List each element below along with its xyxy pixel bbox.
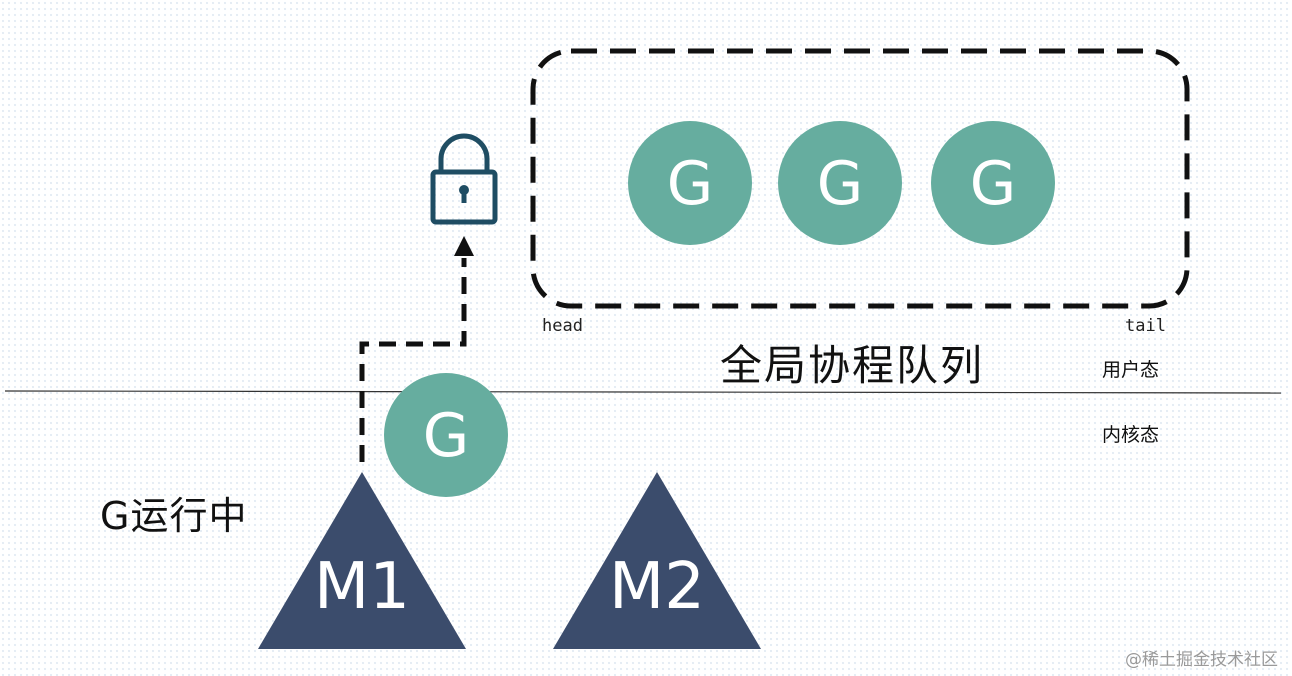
global-queue-title: 全局协程队列 [720,341,985,390]
queued-goroutine: G [931,121,1055,245]
queued-goroutine-label: G [817,149,864,219]
running-goroutine: G [384,373,508,497]
lock-request-arrowhead [454,236,474,256]
thread-m1-label: M1 [314,550,410,624]
user-mode-label: 用户态 [1102,359,1160,381]
queue-head-label: head [542,316,583,336]
queue-tail-label: tail [1125,316,1166,336]
lock-icon [430,133,498,225]
running-caption: G运行中 [100,494,248,538]
thread-m1: M1 [258,472,466,649]
thread-m2-label: M2 [609,550,705,624]
queued-goroutine-label: G [970,149,1017,219]
queued-goroutine: G [628,121,752,245]
watermark: @稀土掘金技术社区 [1125,650,1278,670]
global-queue-box [530,48,1190,309]
queued-goroutine-label: G [667,149,714,219]
thread-m2: M2 [553,472,761,649]
mode-divider-line [4,390,1282,394]
lock-request-path [359,258,467,462]
running-goroutine-label: G [423,401,470,471]
kernel-mode-label: 内核态 [1102,424,1160,446]
queued-goroutine: G [778,121,902,245]
